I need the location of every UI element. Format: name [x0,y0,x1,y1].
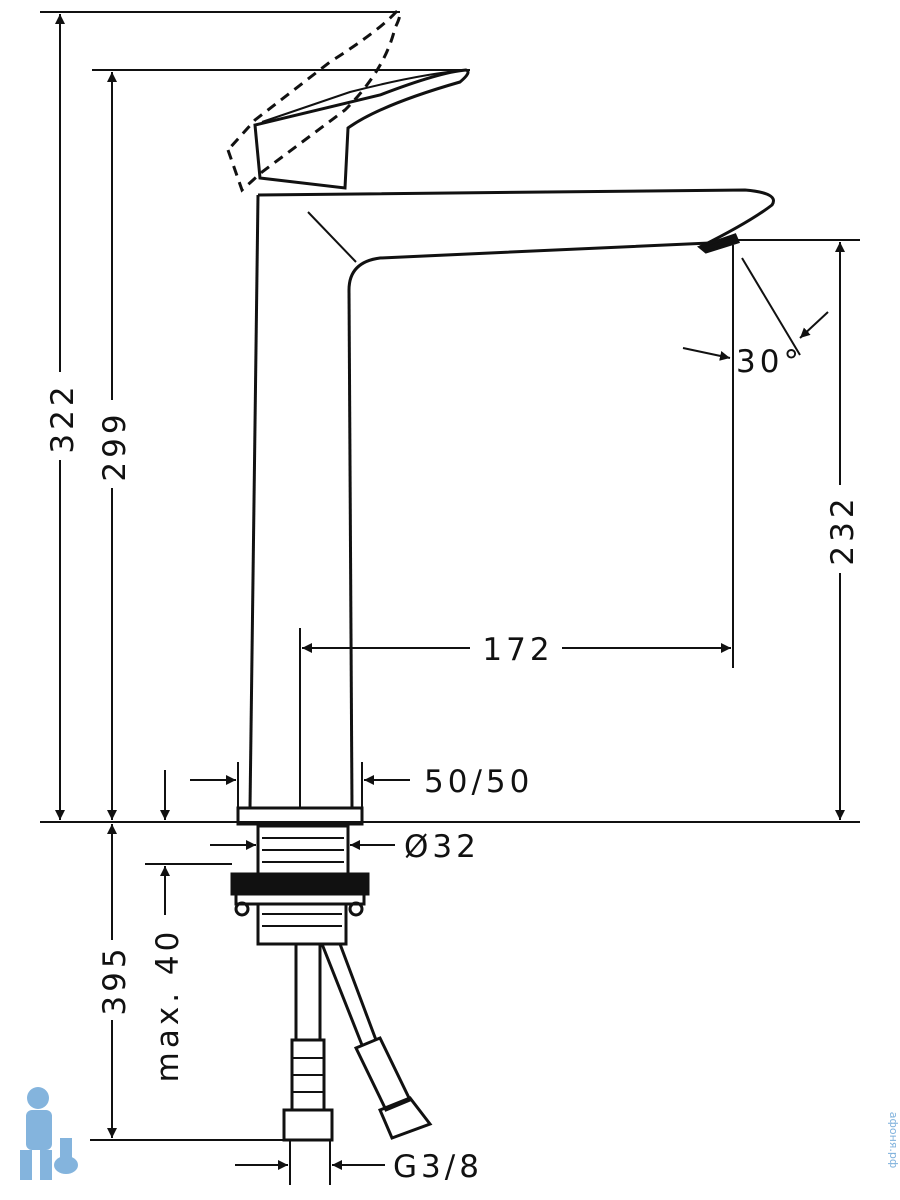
dimension-labels: 322 299 232 172 395 max. 40 30° 50/50 Ø3… [44,344,861,1185]
supply-hoses [282,943,433,1142]
label-spout-height: 232 [825,494,861,565]
label-spray-angle: 30° [736,344,803,380]
lever-open-position [226,10,402,193]
faucet-body [236,188,775,826]
plumber-mascot-logo [20,1087,78,1180]
label-connection-thread: G3/8 [393,1149,483,1185]
label-body-height: 299 [97,410,133,481]
label-shank-diameter: Ø32 [404,829,480,865]
lever-handle [253,68,470,190]
label-shank-length: 395 [97,944,133,1015]
watermark-brand-text: афоня.рф [887,1112,900,1169]
label-max-thickness: max. 40 [150,928,186,1083]
label-base-diameter: 50/50 [424,764,533,800]
label-total-height: 322 [45,382,81,453]
label-spout-reach: 172 [482,632,553,668]
mounting-shank [230,824,370,946]
